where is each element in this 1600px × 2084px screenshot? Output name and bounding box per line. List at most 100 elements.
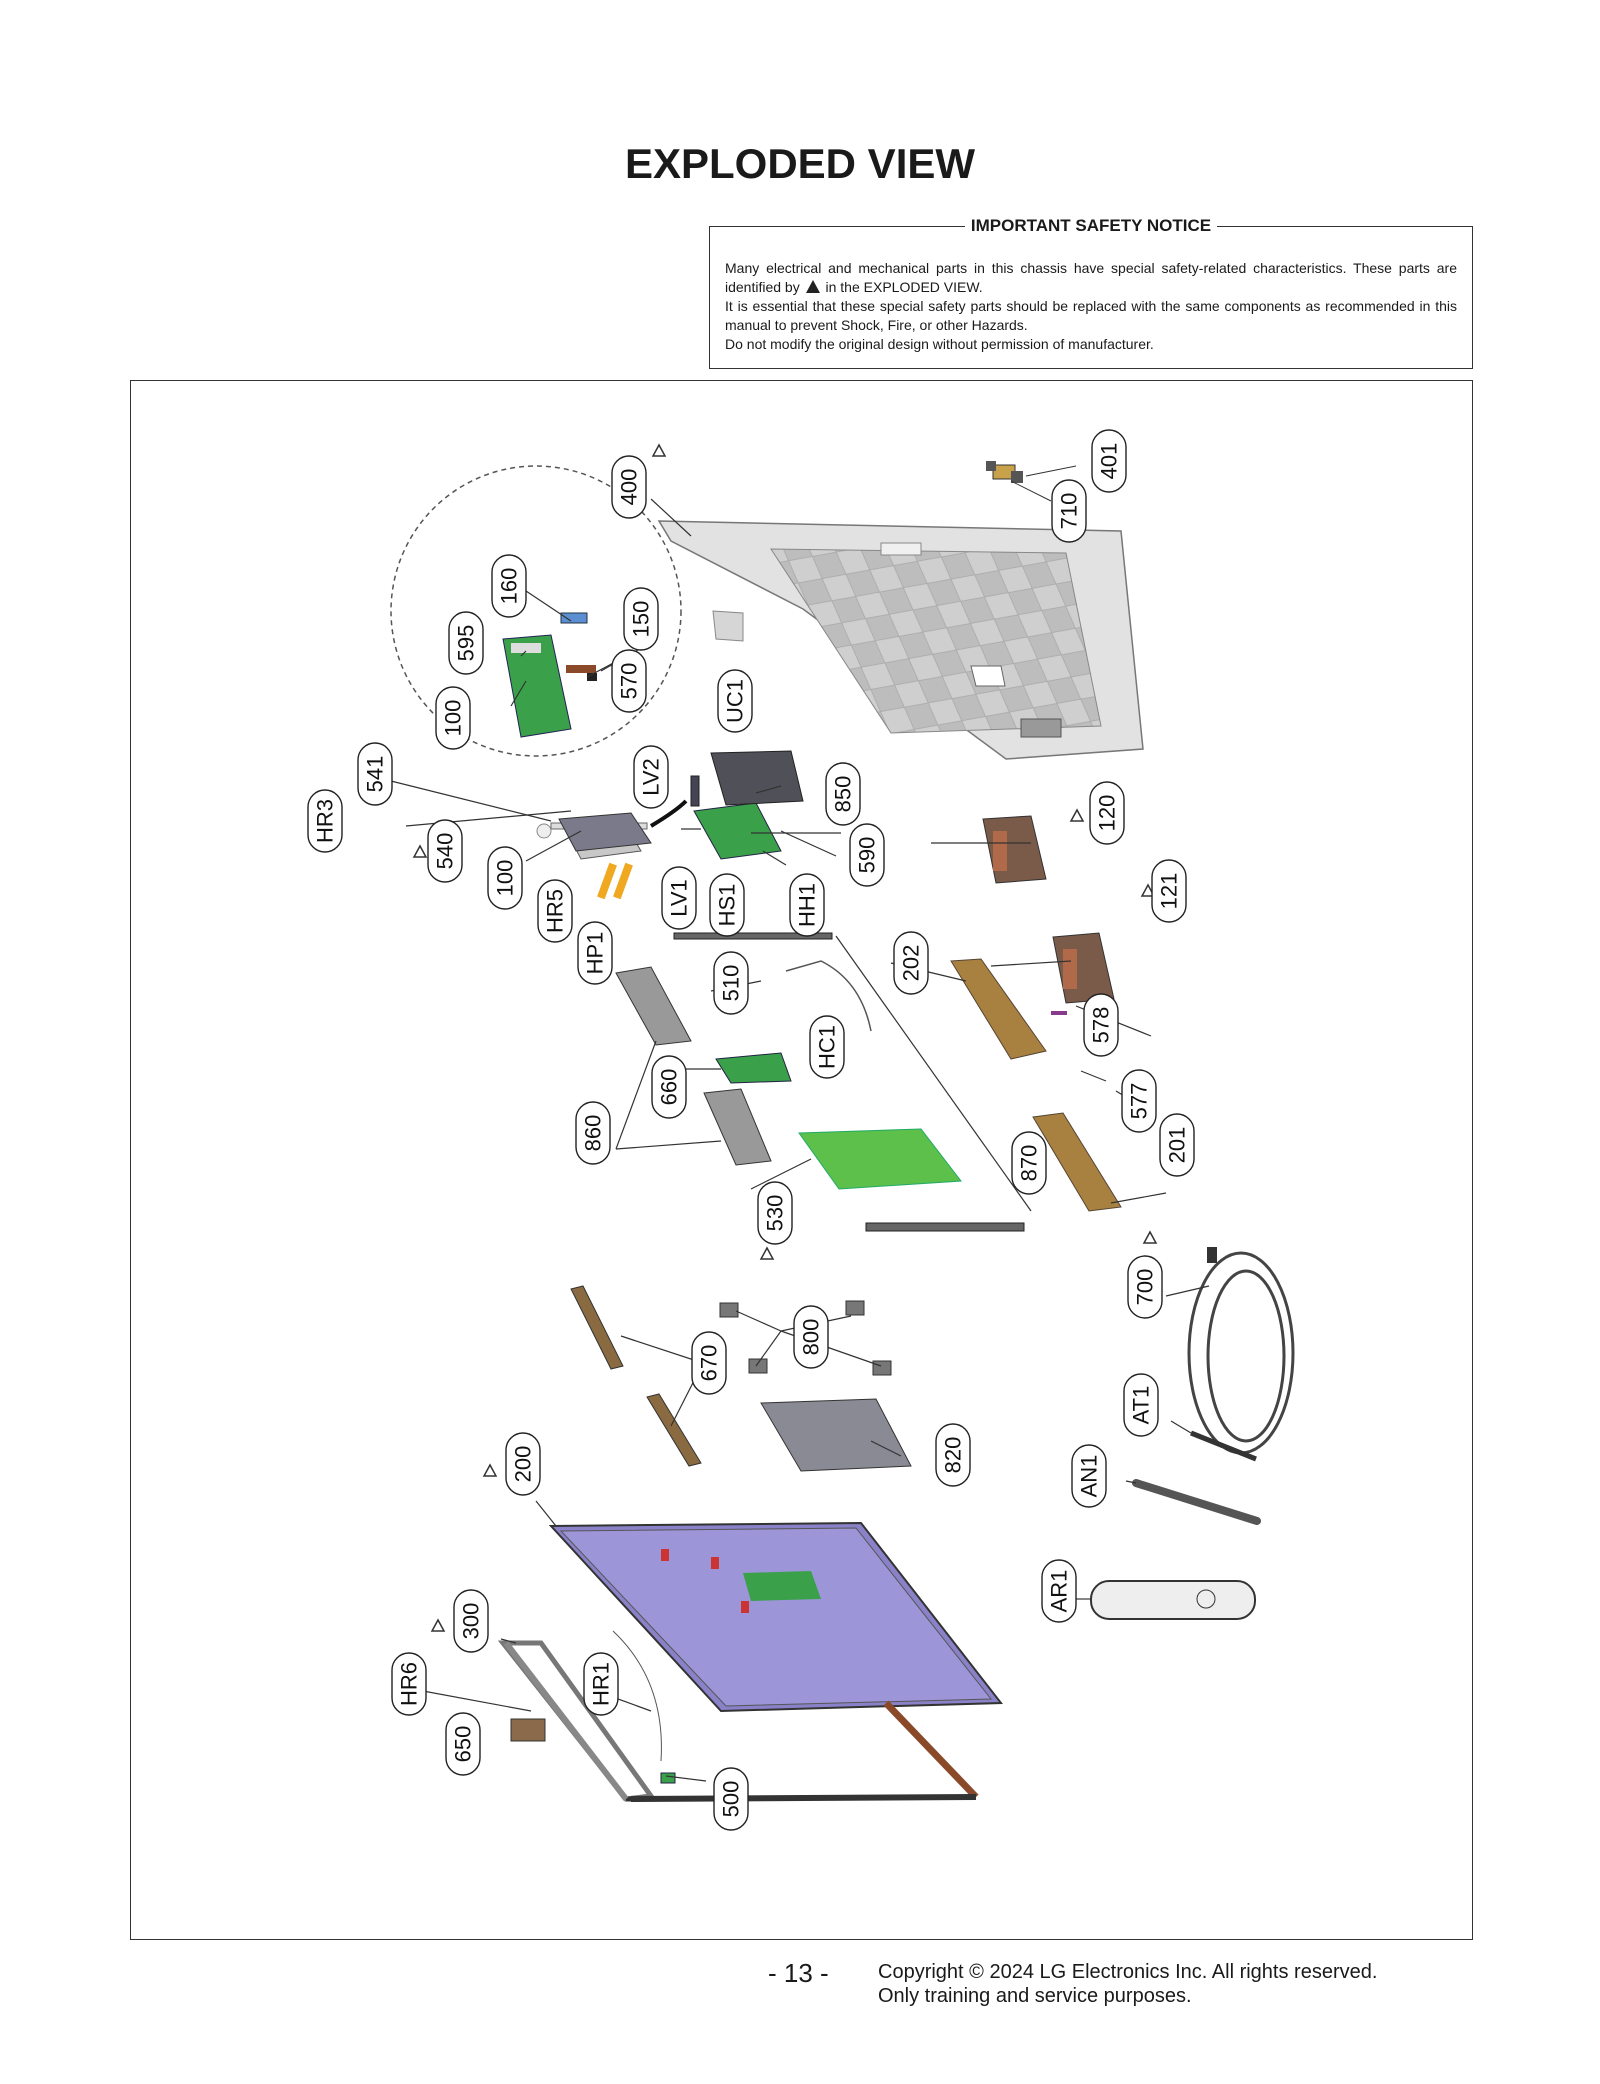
part-label-p800: 800 — [793, 1305, 829, 1369]
part-number-labels: 400401710160150595570100541HR3540100LV2U… — [307, 429, 1195, 1831]
part-label-p100a: 100 — [435, 686, 471, 750]
safety-notice-text: Many electrical and mechanical parts in … — [725, 259, 1457, 354]
svg-text:200: 200 — [511, 1446, 536, 1483]
part-label-lv2: LV2 — [633, 745, 669, 809]
part-label-p670: 670 — [691, 1331, 727, 1395]
page-number: - 13 - — [768, 1958, 829, 1988]
part-label-p700: 700 — [1127, 1255, 1163, 1319]
svg-text:570: 570 — [617, 663, 642, 700]
svg-text:HH1: HH1 — [795, 883, 820, 927]
part-label-p200: 200 — [505, 1432, 541, 1496]
part-label-p202: 202 — [893, 931, 929, 995]
warning-triangle-icon — [412, 844, 428, 858]
svg-text:500: 500 — [719, 1781, 744, 1818]
part-label-p401: 401 — [1091, 429, 1127, 493]
part-label-an1: AN1 — [1071, 1444, 1107, 1508]
notice-line1b: in the EXPLODED VIEW. — [825, 279, 983, 295]
boards-group — [536, 750, 833, 940]
svg-text:401: 401 — [1097, 443, 1122, 480]
power-button-part — [986, 461, 1077, 502]
svg-text:100: 100 — [493, 860, 518, 897]
part-label-p150: 150 — [623, 587, 659, 651]
svg-text:820: 820 — [941, 1437, 966, 1474]
part-label-hr6: HR6 — [391, 1652, 427, 1716]
main-board-detail — [502, 612, 597, 738]
part-label-p577: 577 — [1121, 1069, 1157, 1133]
warning-triangle-icon — [759, 1246, 775, 1260]
part-label-p570: 570 — [611, 649, 647, 713]
part-label-p660: 660 — [651, 1055, 687, 1119]
warning-triangle-icon — [1069, 808, 1085, 822]
copyright-notice: Copyright © 2024 LG Electronics Inc. All… — [878, 1960, 1377, 2008]
detail-circle — [390, 465, 682, 757]
part-label-p850: 850 — [825, 762, 861, 826]
svg-text:800: 800 — [799, 1319, 824, 1356]
warning-triangle-icon — [805, 280, 820, 293]
copyright-line2: Only training and service purposes. — [878, 1985, 1192, 2007]
svg-text:510: 510 — [719, 965, 744, 1002]
part-label-p590: 590 — [849, 823, 885, 887]
notice-line3: Do not modify the original design withou… — [725, 336, 1154, 352]
svg-text:400: 400 — [617, 469, 642, 506]
warning-triangle-icon — [651, 443, 667, 457]
svg-text:578: 578 — [1089, 1007, 1114, 1044]
svg-text:160: 160 — [497, 568, 522, 605]
part-label-p870: 870 — [1011, 1131, 1047, 1195]
warning-triangle-icon — [1140, 883, 1156, 897]
svg-text:AN1: AN1 — [1077, 1455, 1102, 1498]
svg-text:660: 660 — [657, 1069, 682, 1106]
part-label-hc1: HC1 — [809, 1015, 845, 1079]
part-label-p530: 530 — [757, 1181, 793, 1245]
part-label-p500: 500 — [713, 1767, 749, 1831]
back-cover-part — [657, 520, 1144, 760]
svg-text:860: 860 — [581, 1115, 606, 1152]
svg-text:120: 120 — [1095, 795, 1120, 832]
svg-text:150: 150 — [629, 601, 654, 638]
part-label-hh1: HH1 — [789, 873, 825, 937]
part-label-p860: 860 — [575, 1101, 611, 1165]
part-label-p540: 540 — [427, 819, 463, 883]
svg-text:121: 121 — [1157, 873, 1182, 910]
svg-text:202: 202 — [899, 945, 924, 982]
svg-text:AR1: AR1 — [1047, 1570, 1072, 1613]
part-label-hs1: HS1 — [709, 873, 745, 937]
middle-parts — [615, 960, 1025, 1232]
part-label-p595: 595 — [448, 611, 484, 675]
part-label-p121: 121 — [1151, 859, 1187, 923]
exploded-view-drawing: 400401710160150595570100541HR3540100LV2U… — [307, 429, 1295, 1831]
warning-triangle-icon — [482, 1463, 498, 1477]
power-cord — [1187, 1247, 1295, 1455]
lower-parts — [570, 1285, 912, 1472]
svg-text:540: 540 — [433, 833, 458, 870]
safety-notice-box: IMPORTANT SAFETY NOTICE Many electrical … — [709, 216, 1473, 369]
svg-text:670: 670 — [697, 1345, 722, 1382]
part-label-p400: 400 — [611, 455, 647, 519]
part-label-at1: AT1 — [1123, 1373, 1159, 1437]
svg-text:541: 541 — [363, 756, 388, 793]
part-label-p120: 120 — [1089, 781, 1125, 845]
svg-text:HR3: HR3 — [313, 799, 338, 843]
svg-text:870: 870 — [1017, 1145, 1042, 1182]
bracket-parts — [950, 958, 1122, 1212]
svg-text:850: 850 — [831, 776, 856, 813]
copyright-line1: Copyright © 2024 LG Electronics Inc. All… — [878, 1961, 1378, 1983]
part-label-p650: 650 — [445, 1712, 481, 1776]
svg-text:710: 710 — [1057, 493, 1082, 530]
svg-text:590: 590 — [855, 837, 880, 874]
part-label-p100b: 100 — [487, 846, 523, 910]
svg-text:HR1: HR1 — [589, 1662, 614, 1706]
part-label-p820: 820 — [935, 1423, 971, 1487]
part-label-p710: 710 — [1051, 479, 1087, 543]
svg-text:HR5: HR5 — [543, 889, 568, 933]
svg-text:650: 650 — [451, 1726, 476, 1763]
part-label-p510: 510 — [713, 951, 749, 1015]
part-label-p578: 578 — [1083, 993, 1119, 1057]
svg-text:AT1: AT1 — [1129, 1386, 1154, 1425]
speaker-parts — [982, 815, 1115, 1004]
part-label-hr3: HR3 — [307, 789, 343, 853]
safety-notice-heading: IMPORTANT SAFETY NOTICE — [964, 216, 1218, 235]
part-label-lv1: LV1 — [661, 866, 697, 930]
part-label-uc1: UC1 — [717, 669, 753, 733]
notice-line1a: Many electrical and mechanical parts in … — [725, 260, 1457, 295]
